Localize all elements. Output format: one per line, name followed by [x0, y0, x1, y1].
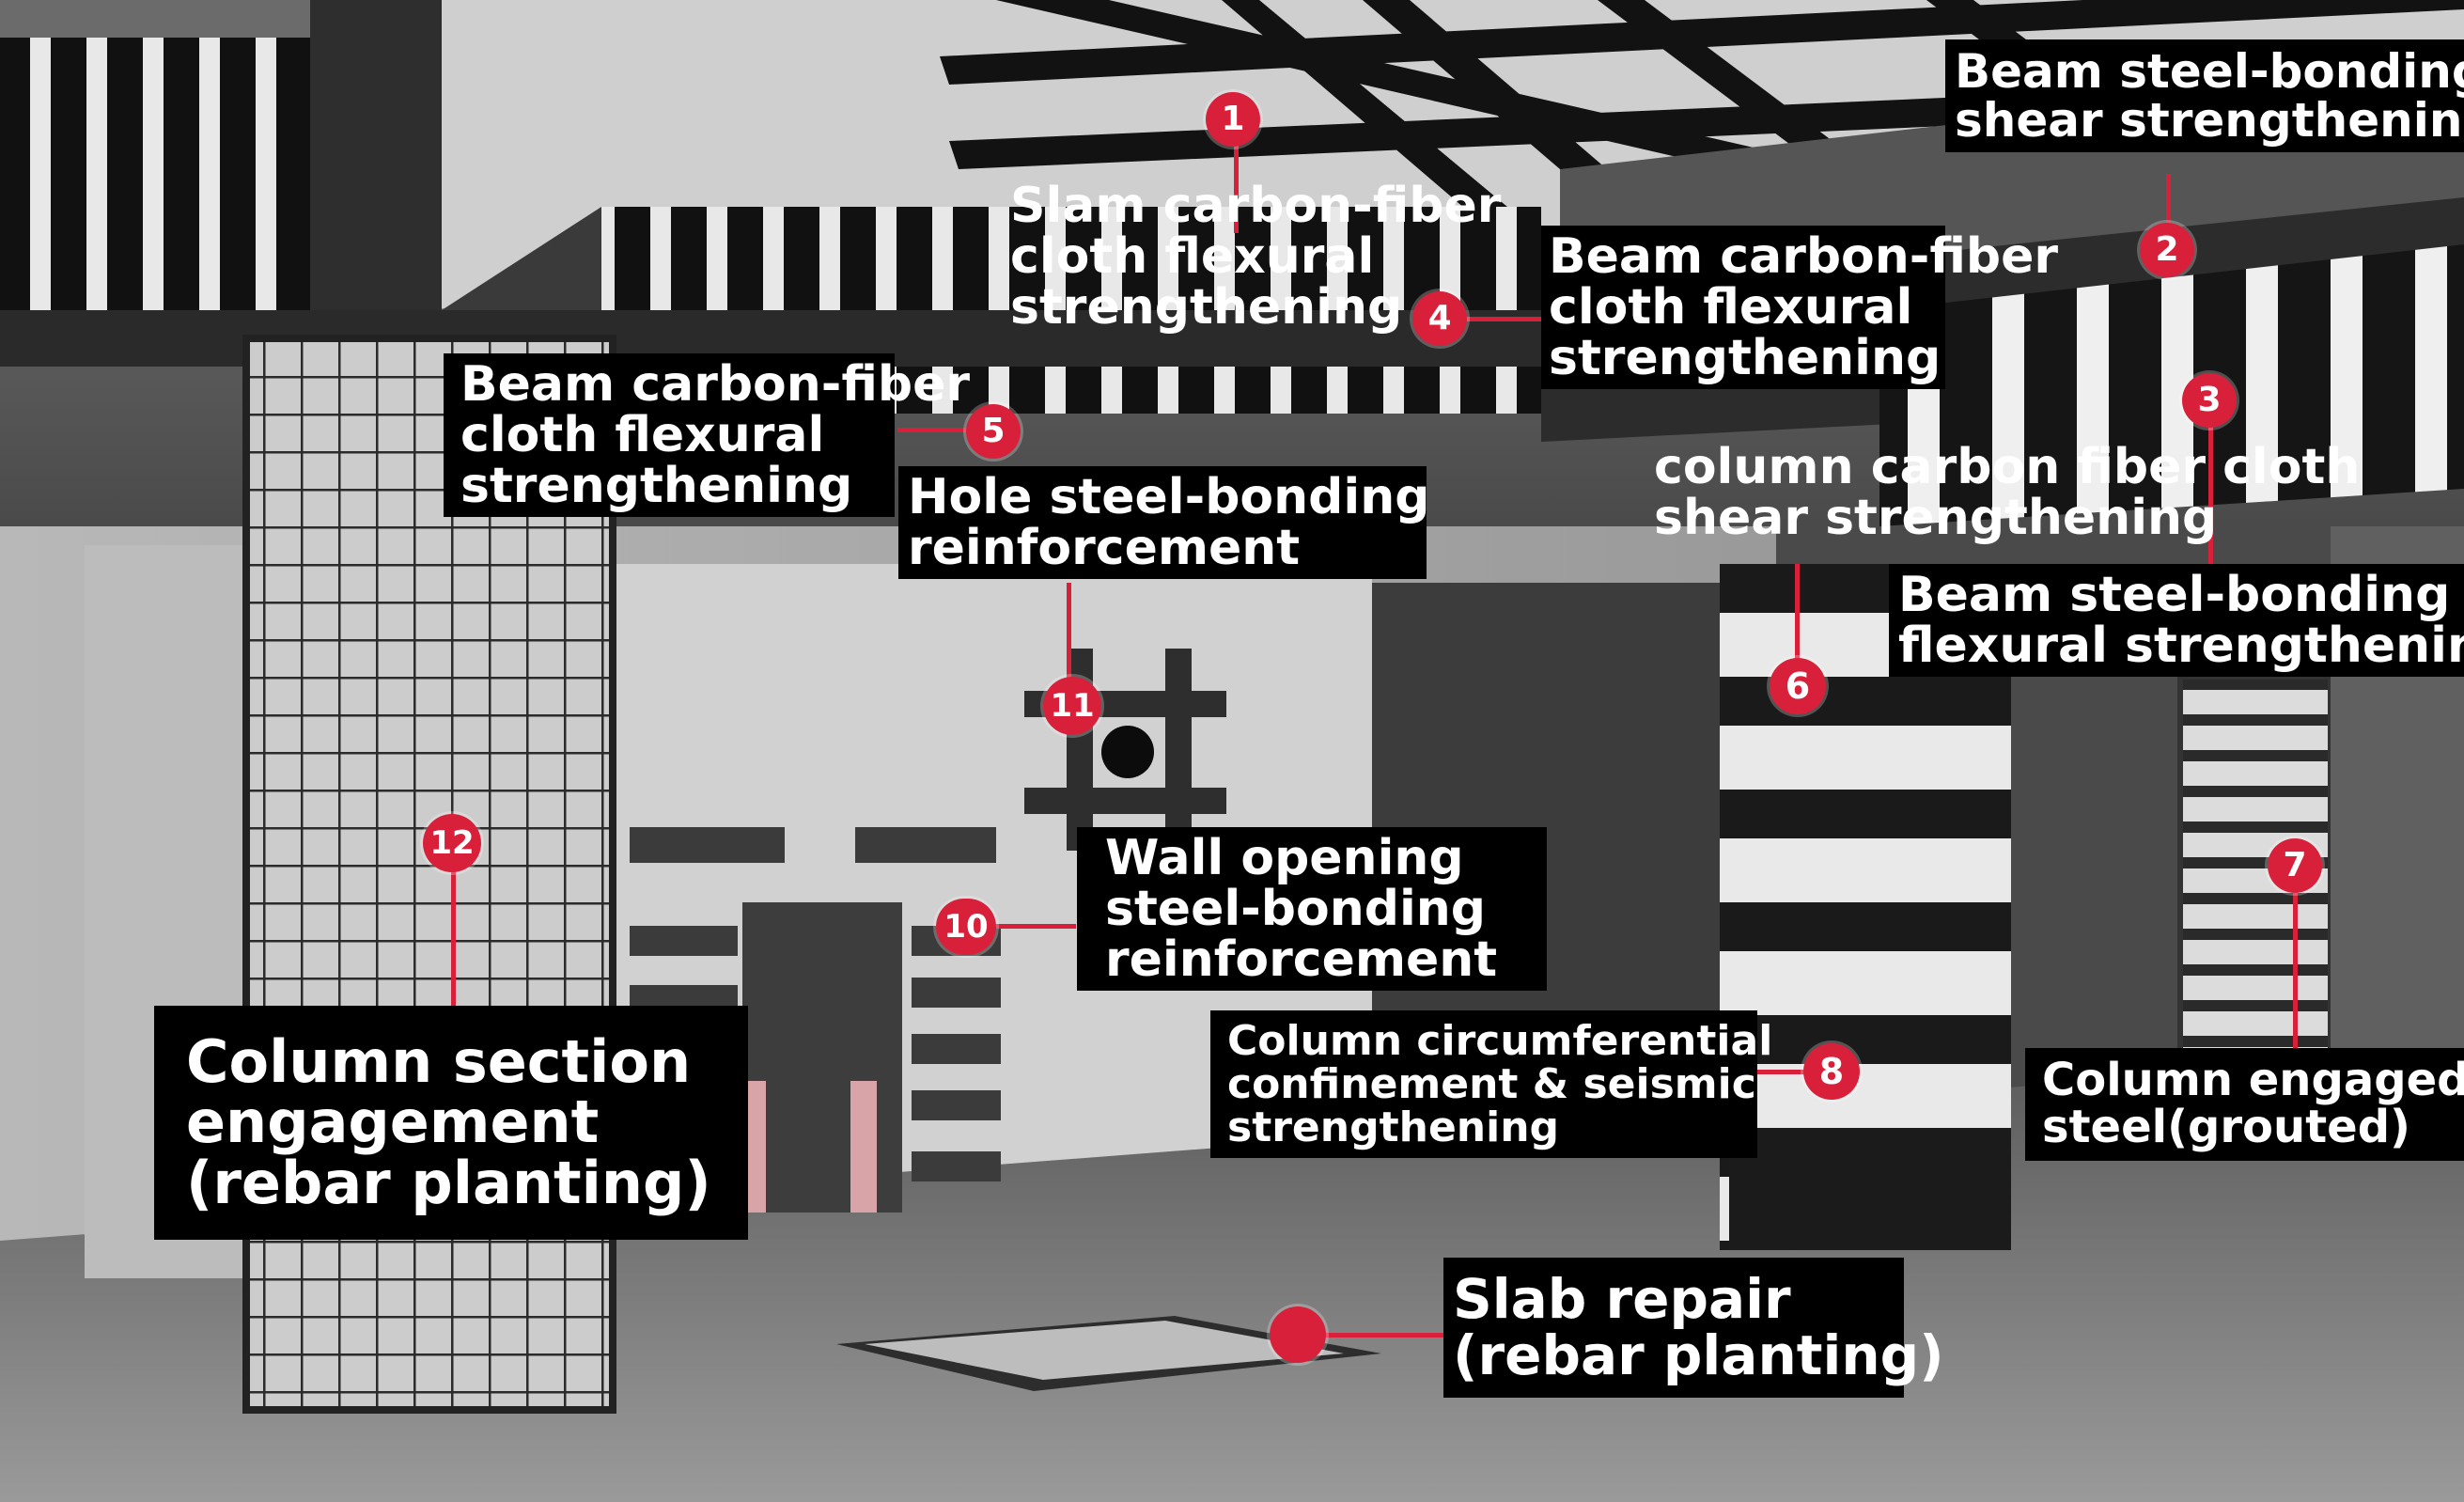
leader-line-10: [996, 924, 1076, 929]
callout-1-badge: 1: [1206, 92, 1260, 147]
callout-1-label: Slam carbon-fiber cloth flexural strengt…: [1010, 178, 1502, 336]
callout-12-badge: 12: [423, 814, 481, 872]
leader-line-11: [1067, 583, 1071, 705]
leader-line-1: [1234, 120, 1239, 233]
callout-2-label: Beam steel-bonding shear strengthening: [1945, 39, 2464, 152]
callout-3-label: Beam steel-bonding flexural strengthenin…: [1889, 564, 2464, 678]
callout-4-badge: 4: [1412, 291, 1467, 346]
callout-6-label: column carbon fiber cloth shear strength…: [1654, 439, 2361, 547]
callout-5-badge: 5: [966, 404, 1021, 459]
callout-11-label: Hole steel-bonding reinforcement: [898, 466, 1429, 580]
callout-6-badge: 6: [1770, 658, 1826, 714]
callout-3-badge: 3: [2182, 373, 2237, 428]
callout-7-badge: 7: [2268, 838, 2322, 893]
leader-line-12: [451, 865, 456, 1006]
callout-9-label: Slab repair (rebar planting): [1443, 1258, 1944, 1398]
callout-2-badge: 2: [2140, 223, 2194, 277]
leader-line-5: [897, 428, 991, 432]
leader-line-8: [1757, 1070, 1832, 1074]
callout-9-badge: [1270, 1306, 1326, 1363]
callout-4-label: Beam carbon-fiber cloth flexural strengt…: [1541, 226, 2058, 390]
callout-11-badge: 11: [1043, 677, 1101, 735]
leader-line-6: [1795, 564, 1800, 686]
callout-10-label: Wall opening steel-bonding reinforcement: [1077, 827, 1547, 992]
callout-8-badge: 8: [1803, 1043, 1860, 1100]
leader-line-2: [2166, 174, 2171, 251]
callout-12-label: Column section engagement (rebar plantin…: [154, 1006, 748, 1241]
leader-line-7: [2293, 865, 2298, 1072]
leader-line-4: [1466, 317, 1543, 321]
callout-8-label: Column circumferential confinement & sei…: [1210, 1010, 1772, 1159]
callout-5-label: Beam carbon-fiber cloth flexural strengt…: [444, 353, 970, 518]
callout-7-label: Column engaged steel(grouted): [2025, 1048, 2464, 1161]
leader-line-9: [1297, 1333, 1447, 1338]
leader-line-3: [2208, 399, 2213, 573]
callout-10-badge: 10: [936, 899, 996, 955]
